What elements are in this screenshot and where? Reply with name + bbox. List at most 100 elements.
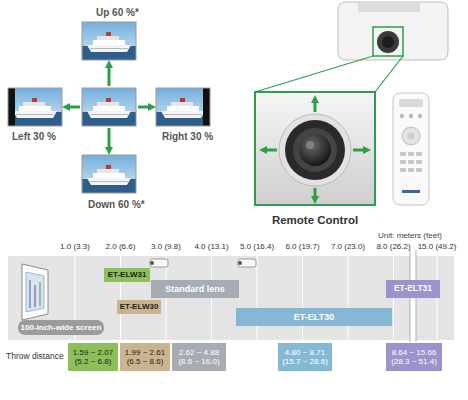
thumbnail-frame <box>156 88 210 126</box>
screen-bar <box>34 285 35 307</box>
shift-arrow <box>314 188 317 200</box>
thumbnail-frame <box>82 88 136 126</box>
remote-button <box>400 160 406 164</box>
projector-icon <box>150 259 168 267</box>
scale-tick: 2.0 (6.6) <box>106 243 136 252</box>
node-text: Standard lens <box>165 284 225 294</box>
node-text: ET-ELW31 <box>108 270 147 279</box>
shift-left-thumbnail <box>8 88 62 126</box>
screen-bar <box>29 280 30 308</box>
grid-line <box>348 253 349 340</box>
throw-distance-box: 2.62 ~ 4.88 (8.6 ~ 16.0) <box>172 343 226 371</box>
screen-size-tag: 100-inch-wide screen <box>18 320 104 335</box>
node-text: ET-ELW30 <box>120 302 159 311</box>
shift-label: Left 30 % <box>12 131 56 142</box>
row-heading: Throw distance <box>6 352 64 361</box>
shift-arrow <box>353 149 367 152</box>
scale-tick: 4.0 (13.1) <box>194 243 228 252</box>
scale-tick: 15.0 (49.2) <box>418 243 457 252</box>
remote-button <box>400 152 406 156</box>
lens-ring <box>293 128 337 172</box>
scale-tick: 1.0 (3.3) <box>60 243 90 252</box>
shift-label: Up 60 %* <box>96 7 139 18</box>
shift-arrow <box>108 64 111 86</box>
projector-icon-lens <box>150 261 154 265</box>
node-text: 1.59 ~ 2.07 (5.2 ~ 6.8) <box>70 348 116 366</box>
scale-tick: 5.0 (16.4) <box>240 243 274 252</box>
grid-line <box>302 253 303 340</box>
remote-button <box>416 168 422 172</box>
remote-button <box>400 114 404 118</box>
shift-arrow <box>314 99 317 112</box>
zoom-line <box>375 56 403 92</box>
lens-bar: ET-ELW31 <box>104 268 150 282</box>
projector-lens <box>377 31 399 53</box>
panel-caption: Remote Control <box>272 214 358 227</box>
scale-tick: 7.0 (23.0) <box>331 243 365 252</box>
node-text: 4.80 ~ 8.71 (15.7 ~ 28.6) <box>280 348 330 366</box>
node-text: 1.99 ~ 2.61 (6.5 ~ 8.6) <box>122 348 168 366</box>
lens-bar: ET-ELW30 <box>117 300 161 314</box>
scale-tick: 8.0 (26.2) <box>376 243 410 252</box>
projector-icon-lens <box>238 261 242 265</box>
shift-right-thumbnail <box>156 88 210 126</box>
shift-label: Right 30 % <box>162 131 213 142</box>
lens-bar: ET-ELT30 <box>236 308 392 326</box>
screen-bar <box>39 282 40 306</box>
projector-icon <box>238 259 256 267</box>
zoom-line <box>255 56 373 92</box>
scale-tick: 3.0 (9.8) <box>151 243 181 252</box>
throw-distance-box: 4.80 ~ 8.71 (15.7 ~ 28.6) <box>278 343 332 371</box>
shift-arrow <box>138 106 152 109</box>
remote-button <box>399 99 423 107</box>
grid-line <box>120 253 121 340</box>
unit-note: Unit: meters (feet) <box>378 232 442 241</box>
lens-glass <box>299 134 331 166</box>
node-text: ET-ELT31 <box>394 284 432 294</box>
remote-button <box>408 152 414 156</box>
remote-logo <box>402 190 420 193</box>
lens-bar: Standard lens <box>151 280 239 298</box>
projector-top <box>358 2 420 12</box>
screen <box>22 264 48 320</box>
shift-label: Down 60 %* <box>88 199 145 210</box>
lens-bar: ET-ELT31 <box>386 280 440 298</box>
zoom-box <box>373 27 403 56</box>
remote-dpad <box>402 127 420 145</box>
projector-lens <box>382 36 394 48</box>
zoom-panel <box>255 92 375 205</box>
center-thumbnail <box>82 88 136 126</box>
remote-button <box>408 160 414 164</box>
thumbnail-frame <box>82 155 136 193</box>
projector-body <box>338 2 448 60</box>
remote-button <box>416 152 422 156</box>
shift-arrow <box>66 106 80 109</box>
node-text: 100-inch-wide screen <box>21 323 102 332</box>
node-text: 2.62 ~ 4.88 (8.6 ~ 16.0) <box>174 348 224 366</box>
remote-button <box>409 114 413 118</box>
lens-glint <box>306 141 314 149</box>
remote-body <box>393 93 429 205</box>
shift-arrow <box>108 128 111 151</box>
remote-button <box>400 168 406 172</box>
remote-button <box>416 160 422 164</box>
node-text: 8.64 ~ 15.66 (28.3 ~ 51.4) <box>388 348 440 366</box>
remote-button <box>418 114 422 118</box>
shift-arrow <box>263 149 277 152</box>
remote-button <box>408 168 414 172</box>
throw-distance-box: 1.59 ~ 2.07 (5.2 ~ 6.8) <box>68 343 118 371</box>
black-band <box>203 88 210 126</box>
thumbnail-frame <box>8 88 62 126</box>
lens-ring <box>285 120 345 180</box>
lens-bezel <box>279 114 351 186</box>
node-text: ET-ELT30 <box>294 312 334 322</box>
remote-button <box>408 133 415 140</box>
shift-up-thumbnail <box>82 22 136 60</box>
scale-tick: 6.0 (19.7) <box>285 243 319 252</box>
shift-down-thumbnail <box>82 155 136 193</box>
grid-line <box>257 253 258 340</box>
black-band <box>8 88 15 126</box>
